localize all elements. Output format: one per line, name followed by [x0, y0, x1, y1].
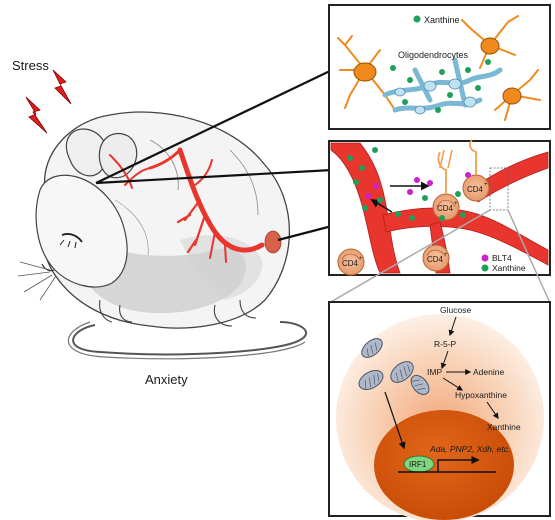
lymph-node: [264, 230, 282, 254]
xanthine-legend-icon: [413, 15, 421, 23]
cd4-t-cell: CD4 +: [432, 149, 460, 221]
blood-vessels: [109, 147, 265, 263]
r5p-label: R-5-P: [434, 339, 457, 349]
irf1-label: IRF1: [409, 460, 427, 469]
cd4-label: CD4: [437, 204, 454, 213]
cell-metabolism-panel: Glucose R-5-P IMP Adenine Hypoxanthine X…: [328, 301, 551, 520]
nucleus: [374, 410, 514, 520]
arrow: [448, 316, 457, 337]
arrow: [370, 199, 393, 213]
inset-box: [489, 167, 509, 211]
zoom-line: [507, 209, 551, 304]
cd4-sup: +: [454, 201, 458, 207]
astrocyte-cell: [461, 15, 541, 121]
mitochondrion: [390, 361, 414, 383]
cd4-t-cell: CD4 +: [462, 139, 490, 202]
astrocyte-cell: [337, 35, 396, 111]
oligodendrocyte-panel: Xanthine Oligodendrocytes: [328, 4, 551, 130]
arrow: [440, 350, 449, 370]
stress-label: Stress: [12, 58, 49, 73]
mitochondrion: [410, 374, 430, 396]
zoom-line: [328, 209, 491, 304]
cd4-sup: +: [444, 252, 448, 258]
mouse-illustration: [17, 111, 308, 360]
xanthine-dots: [390, 59, 491, 113]
imp-label: IMP: [427, 367, 442, 377]
mitochondrion: [361, 338, 383, 358]
blt4-legend-icon: [481, 254, 489, 262]
lightning-bolt-icon: [25, 96, 48, 134]
lightning-bolt-icon: [52, 69, 72, 105]
xanthine-label: Xanthine: [487, 422, 521, 432]
vessel-panel: CD4 + CD4 + CD4 + CD4 +: [328, 139, 551, 276]
genes-label: Ada, PNP2, Xdh, etc.: [429, 444, 510, 454]
cd4-t-cell: CD4 +: [422, 244, 450, 272]
legend-xanthine-top: Xanthine: [424, 15, 460, 25]
cd4-label: CD4: [342, 259, 359, 268]
mitochondrion: [358, 370, 384, 390]
cd4-t-cell: CD4 +: [337, 248, 365, 276]
cd4-sup: +: [359, 256, 363, 262]
anxiety-label: Anxiety: [145, 372, 188, 387]
legend-xanthine-middle: Xanthine: [492, 263, 526, 273]
xanthine-legend-icon: [481, 264, 489, 272]
oligodendrocytes-label: Oligodendrocytes: [398, 50, 469, 60]
cd4-sup: +: [484, 182, 488, 188]
hypoxanthine-label: Hypoxanthine: [455, 390, 507, 400]
promoter-arrow: [437, 455, 480, 472]
arrow: [384, 391, 406, 450]
blt4-dots: [365, 172, 471, 199]
connector-line: [277, 224, 333, 242]
cd4-label: CD4: [467, 185, 484, 194]
cd4-label: CD4: [427, 255, 444, 264]
arrow: [442, 377, 464, 391]
glucose-label: Glucose: [440, 305, 471, 315]
connector-line: [95, 168, 333, 185]
connector-line: [95, 69, 333, 184]
legend-blt4: BLT4: [492, 253, 512, 263]
adenine-label: Adenine: [473, 367, 504, 377]
xanthine-dots: [347, 147, 466, 221]
arrow: [486, 401, 499, 419]
